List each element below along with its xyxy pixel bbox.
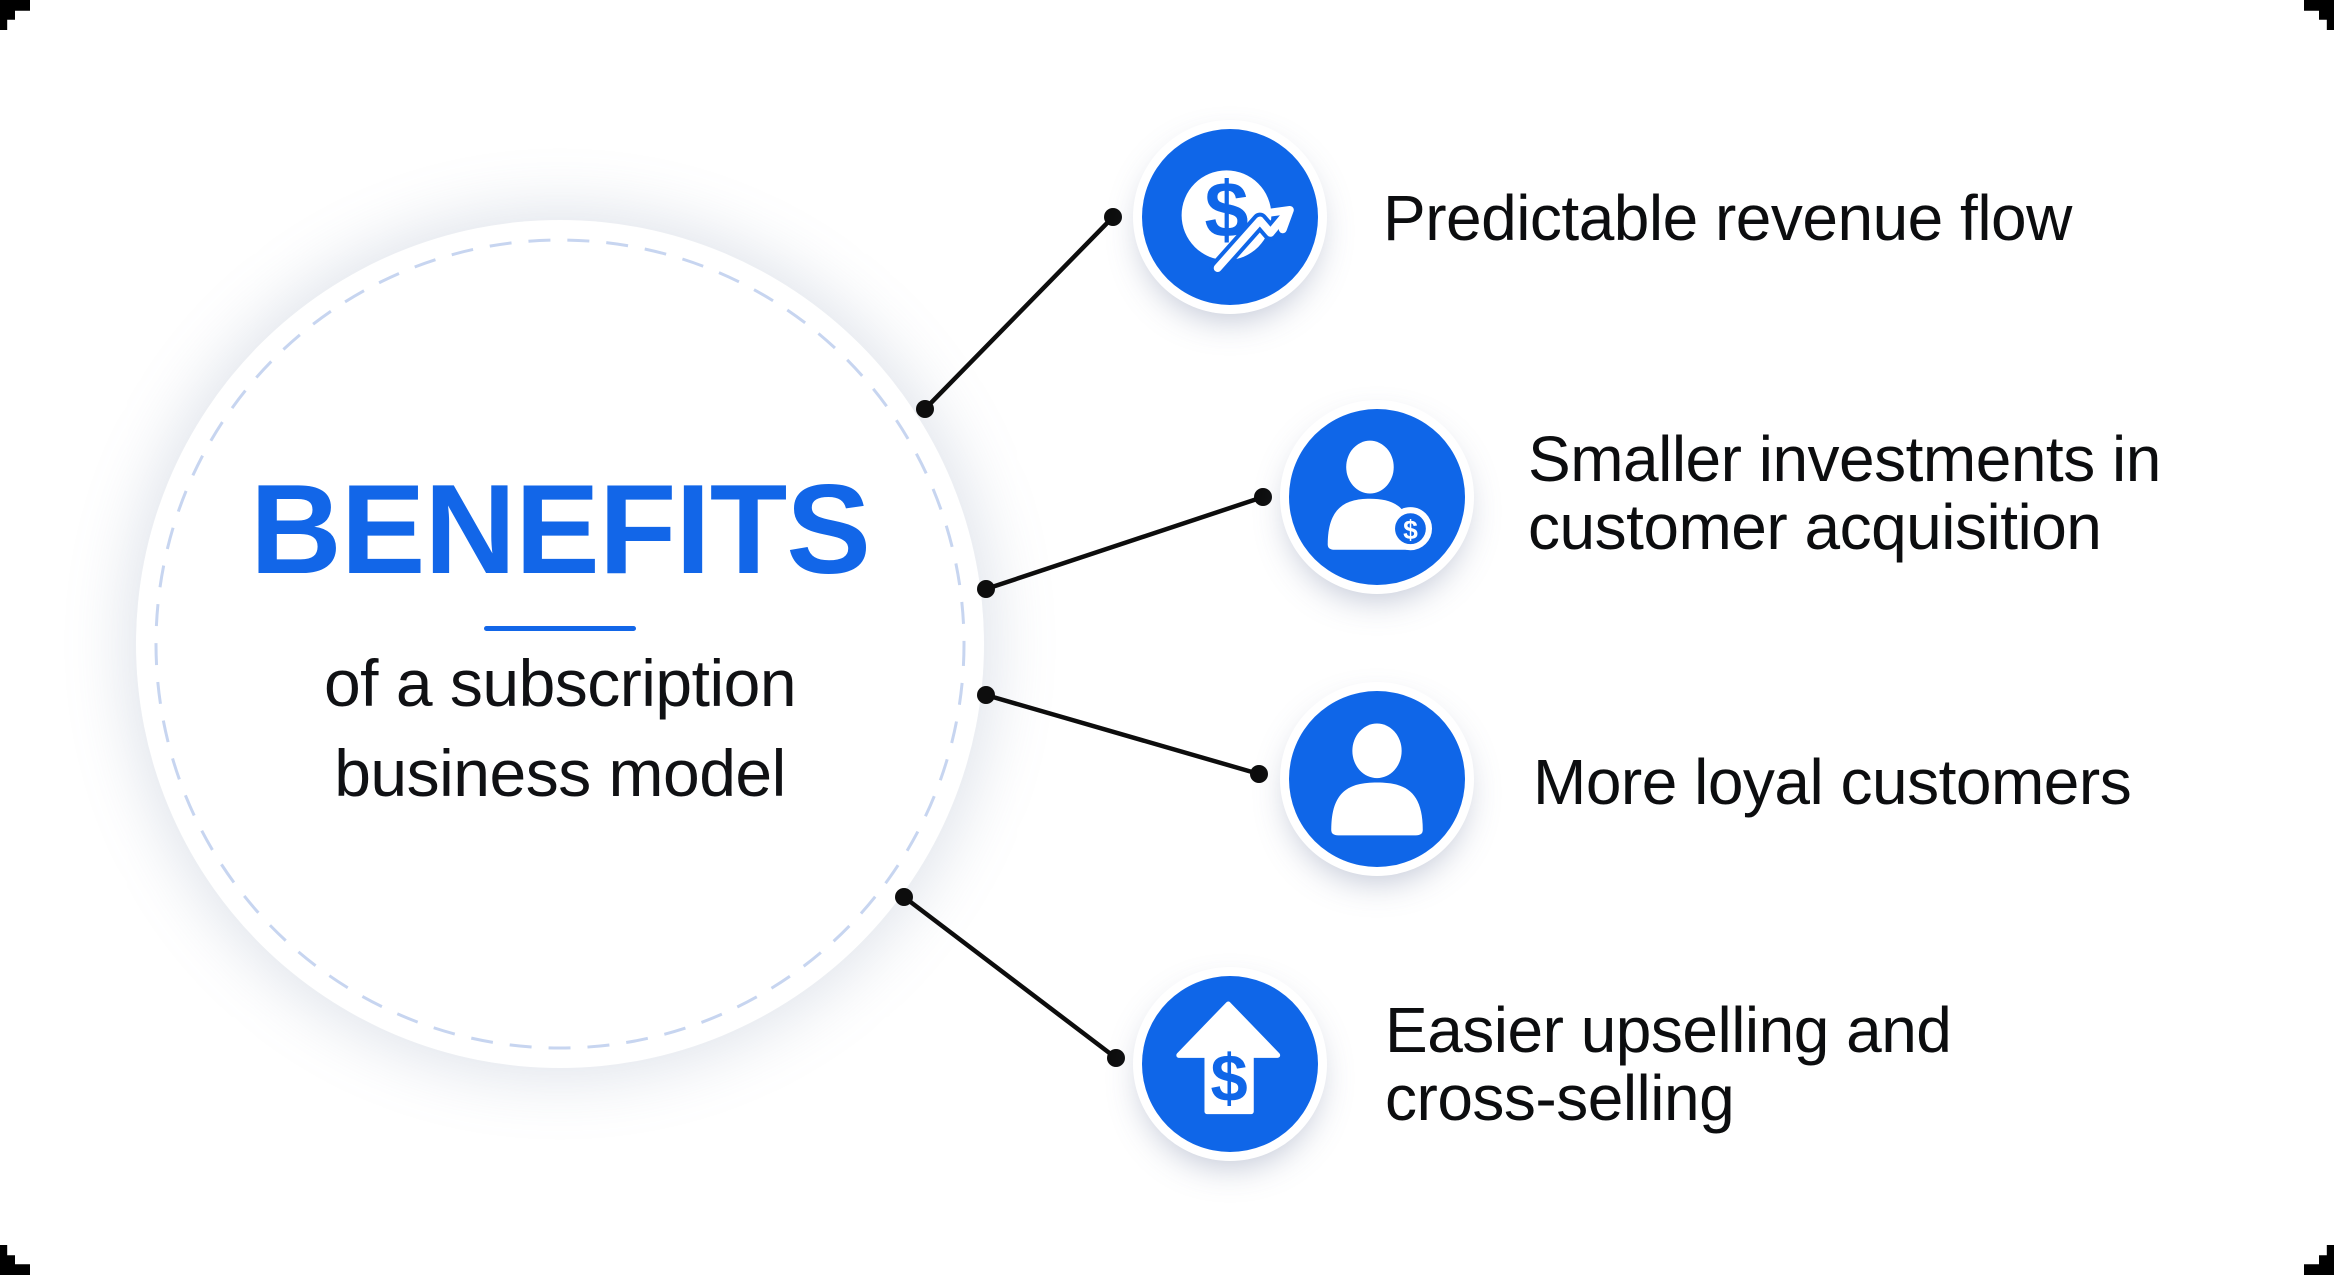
connector-line xyxy=(923,215,1115,411)
benefit-label-line: Predictable revenue flow xyxy=(1383,182,2072,254)
benefit-label-line: More loyal customers xyxy=(1533,746,2132,818)
dollar-chart-glyph: $ xyxy=(1181,164,1296,276)
title-underline xyxy=(484,626,636,631)
benefit-label-line: cross-selling xyxy=(1385,1062,1735,1134)
customer-acquisition-icon: $ xyxy=(1289,409,1465,585)
upselling-icon: $ xyxy=(1142,976,1318,1152)
benefit-label: Smaller investments in customer acquisit… xyxy=(1528,425,2161,561)
benefit-label-line: customer acquisition xyxy=(1528,491,2102,563)
loyal-customers-icon xyxy=(1289,691,1465,867)
benefit-label: Predictable revenue flow xyxy=(1383,184,2072,252)
benefit-label: Easier upselling and cross-selling xyxy=(1385,994,1952,1134)
connector-dot xyxy=(1104,208,1122,226)
benefit-label-line: Easier upselling and xyxy=(1385,994,1952,1066)
person-glyph xyxy=(1331,723,1423,836)
center-text-block: BENEFITS of a subscription business mode… xyxy=(136,220,984,1068)
connector-dot xyxy=(1254,488,1272,506)
dollar-sign: $ xyxy=(1211,1041,1248,1116)
benefits-title: BENEFITS xyxy=(250,458,871,600)
dashed-ring xyxy=(154,238,966,1050)
connector-line xyxy=(985,692,1260,777)
connector-dot xyxy=(916,400,934,418)
connector-line xyxy=(985,494,1264,592)
connector-lines xyxy=(902,215,1264,1060)
connector-dot xyxy=(1250,765,1268,783)
connector-dot xyxy=(977,686,995,704)
benefits-subtitle: of a subscription business model xyxy=(136,638,984,818)
revenue-growth-icon: $ xyxy=(1142,129,1318,305)
benefits-circle xyxy=(136,220,984,1068)
connector-dot xyxy=(1107,1049,1125,1067)
dollar-sign: $ xyxy=(1403,515,1418,545)
person-coin-glyph: $ xyxy=(1327,440,1432,551)
subtitle-line: business model xyxy=(334,736,786,810)
connector-dot xyxy=(895,888,913,906)
benefit-label: More loyal customers xyxy=(1533,746,2132,818)
connector-line xyxy=(902,895,1118,1060)
benefit-label-line: Smaller investments in xyxy=(1528,423,2161,495)
connector-dots xyxy=(895,208,1272,1067)
subtitle-line: of a subscription xyxy=(323,646,797,720)
connector-dot xyxy=(977,580,995,598)
up-arrow-dollar-glyph: $ xyxy=(1176,1001,1281,1116)
